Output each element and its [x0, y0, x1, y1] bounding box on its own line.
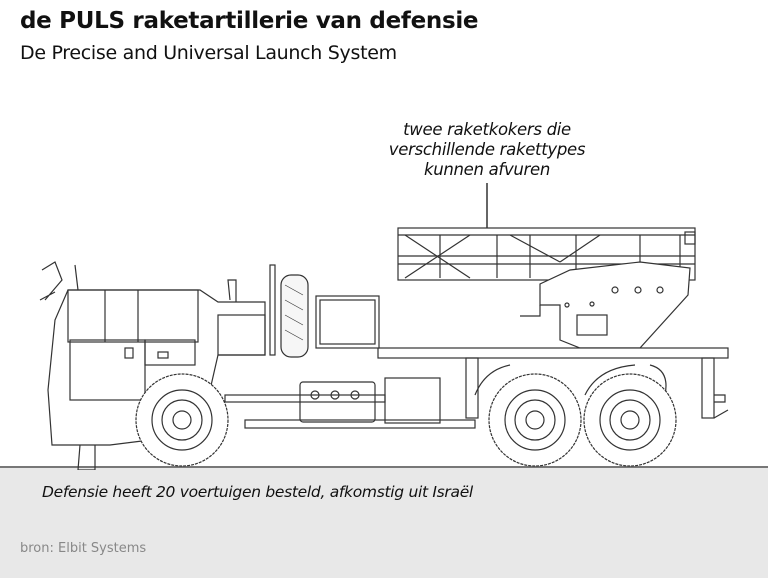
equipment-box [315, 295, 380, 349]
spare-tire [269, 264, 309, 358]
puls-truck-illustration [39, 183, 729, 470]
caption: Defensie heeft 20 voertuigen besteld, af… [42, 483, 473, 501]
launcher-annotation: twee raketkokers die verschillende raket… [357, 120, 617, 180]
chassis [224, 347, 729, 429]
annotation-line: verschillende rakettypes [388, 140, 586, 159]
wheel-rear-2 [583, 373, 677, 467]
wheel-front [135, 373, 229, 467]
annotation-line: twee raketkokers die [403, 120, 571, 139]
launcher-turret [520, 261, 691, 349]
page-title: de PULS raketartillerie van defensie [20, 8, 479, 34]
wheel-rear-1 [488, 373, 582, 467]
ground-area [0, 466, 768, 578]
source-credit: bron: Elbit Systems [20, 541, 147, 556]
page-subtitle: De Precise and Universal Launch System [20, 42, 397, 64]
annotation-line: kunnen afvuren [423, 160, 551, 179]
